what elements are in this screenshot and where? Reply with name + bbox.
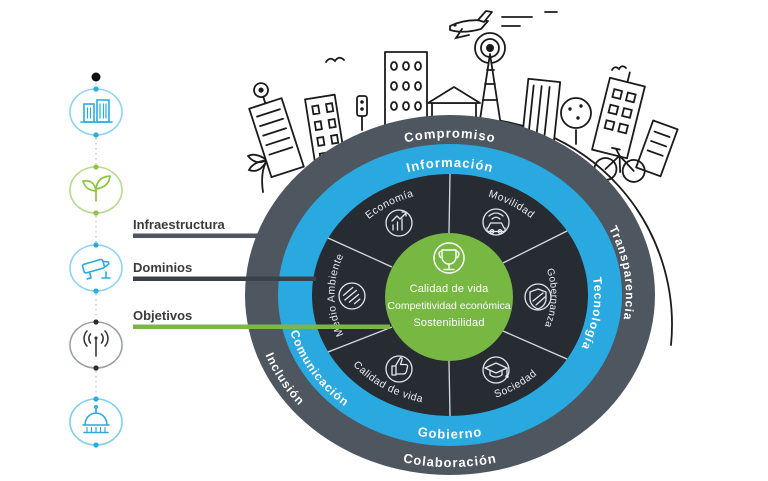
airplane-icon (449, 10, 558, 40)
sidebar-node-monitoring (69, 242, 123, 294)
bicycle-icon (593, 146, 646, 183)
thumbs-up-icon (385, 355, 413, 383)
antenna-icon (83, 330, 109, 357)
cctv-camera-icon (81, 258, 111, 280)
chain-start-dot (91, 72, 101, 82)
right-building (591, 71, 646, 160)
center-line3: Sostenibilidad (413, 317, 484, 329)
radio-tower-icon (474, 32, 506, 127)
traffic-light-icon (356, 95, 368, 131)
sprout-icon (82, 175, 111, 202)
legend-line-infraestructura (133, 233, 262, 238)
center-line1: Calidad de vida (410, 283, 490, 295)
segment-dividers (327, 173, 568, 417)
trophy-icon (433, 242, 465, 274)
bird-icon (611, 65, 627, 71)
blue-ring-label-top: Información (405, 155, 495, 175)
outer-ring-label-bottom: Colaboración (402, 450, 498, 470)
small-building (635, 119, 679, 178)
wind-air-icon (338, 282, 366, 310)
center-line2: Competitividad económica (387, 300, 510, 312)
sidebar-node-government (69, 396, 123, 448)
connected-car-icon (482, 208, 510, 236)
growth-chart-icon (385, 209, 413, 237)
sidebar-node-chain (69, 72, 123, 448)
legend-label-infraestructura: Infraestructura (133, 217, 226, 232)
center-objectives-circle (385, 233, 513, 361)
legend-label-dominios: Dominios (133, 260, 192, 275)
shield-icon (524, 283, 552, 311)
graduation-cap-icon (482, 356, 510, 384)
legend-label-objetivos: Objetivos (133, 308, 192, 323)
outer-ring-label-top: Compromiso (403, 126, 497, 146)
legend: Infraestructura Dominios Objetivos (133, 217, 390, 329)
bird-icon (325, 56, 345, 63)
blue-ring-label-bottom: Gobierno (417, 424, 483, 442)
tree-icon (560, 97, 592, 145)
government-building-icon (82, 404, 110, 434)
legend-line-objetivos (133, 324, 390, 329)
building-icon (80, 99, 113, 123)
sidebar-node-infrastructure (69, 86, 123, 138)
sidebar-node-sustainability (69, 164, 123, 216)
sidebar-node-connectivity (69, 319, 123, 371)
city-buildings-icon (248, 82, 305, 179)
legend-line-dominios (133, 276, 316, 281)
